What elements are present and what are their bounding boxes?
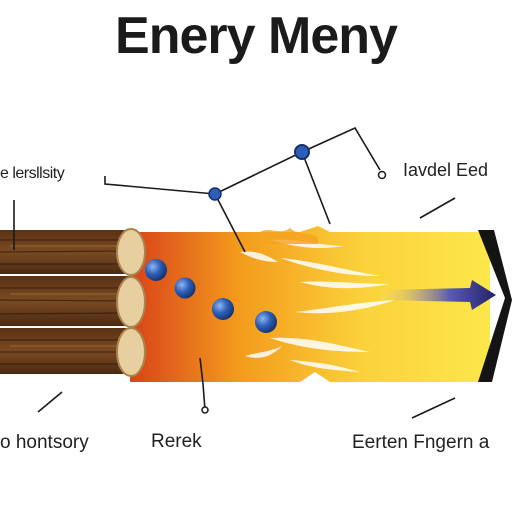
node-upper — [294, 144, 310, 160]
node-lower — [208, 187, 222, 201]
wood-logs — [0, 228, 146, 377]
log-end-middle — [116, 276, 146, 328]
particle-1 — [145, 259, 167, 281]
label-top-right: Iavdel Eed — [403, 160, 489, 180]
particle-4 — [255, 311, 277, 333]
log-end-top — [116, 228, 146, 276]
particles — [145, 259, 277, 333]
leader-lines — [13, 126, 456, 419]
flame-beam — [130, 226, 512, 382]
particle-3 — [212, 298, 234, 320]
label-bottom-right: Eerten Fngern a — [352, 432, 490, 453]
connector-dot-right — [377, 170, 387, 180]
energy-arrow — [380, 280, 496, 310]
label-bottom-left: o hontsory — [0, 432, 89, 453]
log-end-bottom — [116, 327, 146, 377]
label-bottom-mid: Rerek — [151, 431, 202, 452]
particle-2 — [174, 277, 196, 299]
connector-dot-mid — [201, 406, 209, 414]
beam-tip — [478, 230, 512, 382]
label-top-left: e lersllsity — [0, 165, 65, 182]
diagram-title: Enery Meny — [115, 7, 398, 65]
